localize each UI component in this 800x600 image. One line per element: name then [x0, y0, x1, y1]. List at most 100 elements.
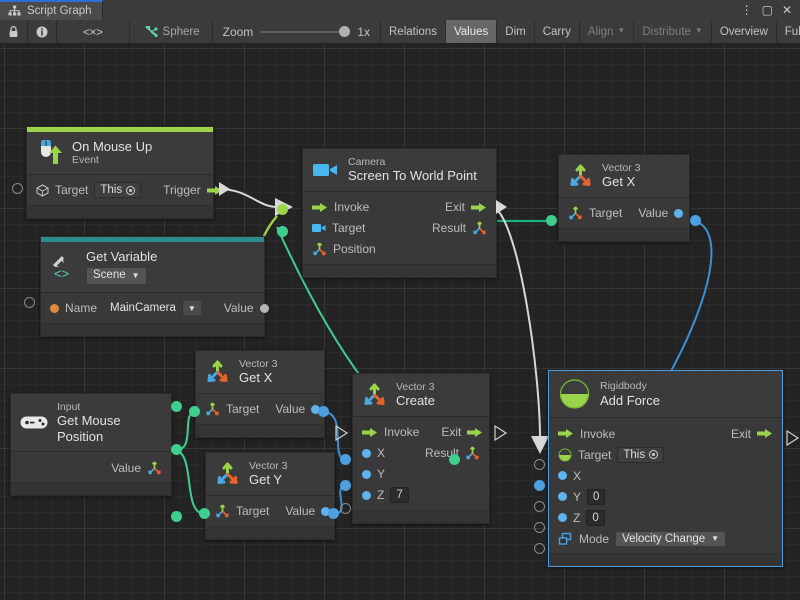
external-port-get-variable-name[interactable] [24, 297, 35, 308]
node-footer [353, 509, 489, 523]
graph-canvas[interactable]: On Mouse Up Event Target [0, 44, 800, 600]
external-port-input-value-a[interactable] [171, 401, 182, 412]
float-port-icon [558, 492, 567, 501]
node-vector3-get-y[interactable]: Vector 3 Get Y Target [205, 452, 335, 540]
node-input-get-mouse-position[interactable]: Input Get Mouse Position Value [10, 393, 172, 497]
flow-port-addforce-exit-out[interactable] [785, 430, 800, 448]
port-left-target[interactable]: Target [215, 504, 269, 518]
node-vector3-get-x-mid[interactable]: Vector 3 Get X Target [195, 350, 325, 438]
port-left-target[interactable]: Target [568, 206, 622, 220]
port-left-mode[interactable]: Mode [558, 532, 609, 546]
port-left-y[interactable]: Y [362, 467, 385, 481]
port-left-invoke[interactable]: Invoke [312, 200, 369, 214]
external-port-create-y[interactable] [340, 480, 351, 491]
port-right-trigger[interactable]: Trigger [163, 183, 223, 197]
node-get-variable[interactable]: <> Get Variable Scene ▼ Name [40, 236, 269, 337]
node-header: Vector 3 Get Y [206, 453, 334, 496]
mode-dropdown[interactable]: Velocity Change ▼ [615, 530, 727, 547]
external-port-input-value-b[interactable] [171, 444, 182, 455]
zoom-control[interactable]: Zoom 1x [213, 20, 381, 43]
close-icon[interactable]: ✕ [781, 3, 792, 17]
node-body: Name MainCamera ▼ Value [41, 292, 269, 323]
port-right-value[interactable]: Value [285, 504, 331, 518]
tab-script-graph[interactable]: Script Graph [0, 0, 103, 20]
port-left-invoke[interactable]: Invoke [558, 427, 615, 441]
variable-kind-dropdown[interactable]: Scene ▼ [86, 267, 147, 285]
port-left-target[interactable]: Target [36, 183, 88, 197]
external-port-getx-mid-value[interactable] [318, 406, 329, 417]
external-port-camera-target[interactable] [277, 204, 288, 215]
toolbar-button-overview[interactable]: Overview [712, 20, 777, 43]
port-left-x[interactable]: X [362, 446, 385, 460]
lock-button[interactable] [0, 20, 28, 43]
external-port-addforce-z[interactable] [534, 522, 545, 533]
node-camera-screen-to-world-point[interactable]: Camera Screen To World Point Invoke Exit [302, 148, 497, 278]
flow-port-trigger-out[interactable] [219, 182, 230, 196]
port-right-exit[interactable]: Exit [445, 200, 487, 214]
graph-toolbar: <×> Sphere Zoom 1x Relatio [0, 20, 800, 44]
toolbar-button-carry[interactable]: Carry [535, 20, 580, 43]
port-left-z[interactable]: Z [558, 511, 580, 525]
port-left-target[interactable]: Target [558, 448, 611, 462]
external-port-camera-position[interactable] [277, 226, 288, 237]
external-port-addforce-y[interactable] [534, 501, 545, 512]
port-left-y[interactable]: Y [558, 490, 581, 504]
z-value-field[interactable]: 7 [390, 487, 409, 504]
external-port-gety-target[interactable] [199, 508, 210, 519]
external-port-getx-mid-target[interactable] [189, 406, 200, 417]
external-port-addforce-x[interactable] [534, 480, 545, 491]
port-right-exit[interactable]: Exit [441, 425, 483, 439]
node-rigidbody-add-force[interactable]: Rigidbody Add Force Invoke Exit [548, 370, 783, 567]
external-port-getx-value[interactable] [690, 215, 701, 226]
node-vector3-create[interactable]: Vector 3 Create Invoke Exit [352, 373, 490, 524]
node-on-mouse-up[interactable]: On Mouse Up Event Target [26, 126, 222, 219]
port-left-position[interactable]: Position [312, 242, 376, 256]
external-port-create-result[interactable] [449, 454, 460, 465]
graph-target-button[interactable]: Sphere [130, 20, 213, 43]
maximize-icon[interactable]: ▢ [761, 3, 773, 17]
target-this-button[interactable]: This [94, 182, 142, 199]
port-right-value[interactable]: Value [224, 301, 269, 315]
flow-port-camera-exit-out[interactable] [496, 200, 507, 214]
toolbar-button-distribute[interactable]: Distribute ▼ [634, 20, 712, 43]
port-left-z[interactable]: Z [362, 488, 384, 502]
node-header: Vector 3 Get X [559, 155, 689, 198]
external-port-addforce-target[interactable] [534, 459, 545, 470]
external-port-on-mouse-up-target[interactable] [12, 183, 23, 194]
zoom-slider-knob[interactable] [339, 26, 351, 37]
z-value-field[interactable]: 0 [586, 509, 605, 526]
external-port-addforce-mode[interactable] [534, 543, 545, 554]
variable-name-dropdown[interactable]: MainCamera ▼ [103, 300, 202, 317]
external-port-input-value-c[interactable] [171, 511, 182, 522]
external-port-camera-result[interactable] [546, 215, 557, 226]
port-right-exit[interactable]: Exit [731, 427, 773, 441]
info-button[interactable] [28, 20, 57, 43]
external-port-create-z[interactable] [340, 503, 351, 514]
flow-port-create-invoke-in[interactable] [334, 425, 350, 443]
zoom-slider[interactable] [260, 25, 351, 39]
toolbar-button-values[interactable]: Values [445, 20, 498, 43]
port-left-target[interactable]: Target [205, 402, 259, 416]
kebab-menu-icon[interactable]: ⋮ [740, 3, 753, 17]
external-port-create-x[interactable] [340, 454, 351, 465]
port-left-invoke[interactable]: Invoke [362, 425, 419, 439]
port-left-target[interactable]: Target [312, 221, 365, 235]
toolbar-button-full-screen[interactable]: Full Screen [777, 20, 800, 43]
port-right-result[interactable]: Result [432, 221, 487, 235]
port-left-x[interactable]: X [558, 469, 581, 483]
code-view-button[interactable]: <×> [57, 20, 130, 43]
port-right-value[interactable]: Value [638, 206, 684, 220]
toolbar-button-align[interactable]: Align ▼ [580, 20, 635, 43]
window-tab-bar: Script Graph ⋮ ▢ ✕ [0, 0, 800, 20]
flow-port-create-exit-out[interactable] [493, 425, 509, 443]
y-value-field[interactable]: 0 [587, 488, 606, 505]
toolbar-button-dim[interactable]: Dim [497, 20, 535, 43]
port-right-value[interactable]: Value [111, 461, 162, 475]
external-port-gety-value[interactable] [328, 508, 339, 519]
node-vector3-get-x-top[interactable]: Vector 3 Get X Target [558, 154, 690, 242]
port-label-value: Value [275, 402, 306, 417]
port-left-name[interactable]: Name [50, 301, 97, 315]
port-right-value[interactable]: Value [275, 402, 321, 417]
toolbar-button-relations[interactable]: Relations [381, 20, 446, 43]
target-this-button[interactable]: This [617, 446, 665, 463]
